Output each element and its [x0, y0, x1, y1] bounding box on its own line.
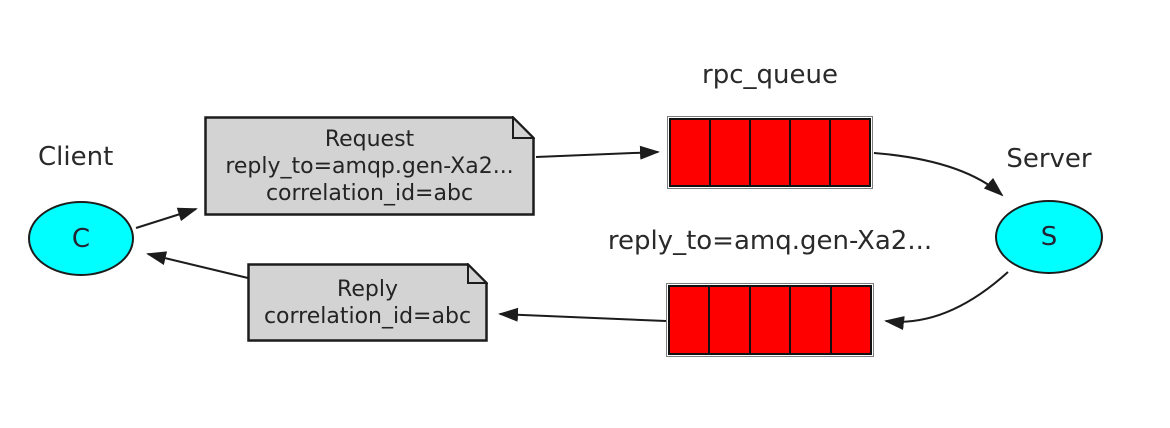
queue-segment: [829, 287, 871, 353]
client-node: C: [28, 201, 134, 276]
client-node-letter: C: [71, 223, 91, 254]
reply-queue-label: reply_to=amq.gen-Xa2...: [607, 226, 933, 256]
rpc-queue-label: rpc_queue: [702, 60, 838, 90]
reply-note-title: Reply: [337, 276, 398, 302]
request-note-title: Request: [324, 126, 415, 152]
request-note-correlation-id: correlation_id=abc: [265, 180, 474, 206]
queue-segment: [670, 287, 709, 353]
rpc-queue: [667, 116, 873, 189]
reply-note-shape: [247, 263, 488, 342]
request-note-shape: [204, 116, 535, 216]
note-fold-icon: [512, 116, 535, 139]
arrow-rpc-queue-to-server: [873, 152, 1004, 197]
queue-segment: [829, 120, 869, 185]
reply-queue: [666, 283, 874, 357]
server-node: S: [995, 200, 1103, 274]
queue-segment: [708, 287, 749, 353]
reply-note: Reply correlation_id=abc: [247, 265, 488, 340]
request-note: Request reply_to=amqp.gen-Xa2... correla…: [204, 118, 535, 214]
queue-segment: [709, 120, 749, 185]
queue-segment: [789, 120, 829, 185]
arrow-client-to-request: [135, 207, 198, 229]
queue-segment: [671, 120, 709, 185]
server-node-letter: S: [1040, 222, 1058, 252]
request-note-reply-to: reply_to=amqp.gen-Xa2...: [225, 153, 514, 179]
arrow-server-to-reply-queue: [884, 271, 1009, 331]
arrow-request-to-rpc-queue: [535, 145, 660, 160]
client-label: Client: [38, 142, 114, 172]
reply-queue-cells: [668, 285, 872, 355]
queue-segment: [789, 287, 830, 353]
queue-segment: [748, 287, 790, 353]
rpc-queue-cells: [669, 118, 871, 187]
server-label: Server: [1006, 144, 1092, 174]
note-fold-icon: [467, 263, 488, 284]
queue-segment: [749, 120, 789, 185]
reply-note-correlation-id: correlation_id=abc: [263, 303, 472, 329]
arrow-reply-to-client: [146, 251, 249, 279]
arrow-reply-queue-to-reply: [498, 307, 667, 322]
